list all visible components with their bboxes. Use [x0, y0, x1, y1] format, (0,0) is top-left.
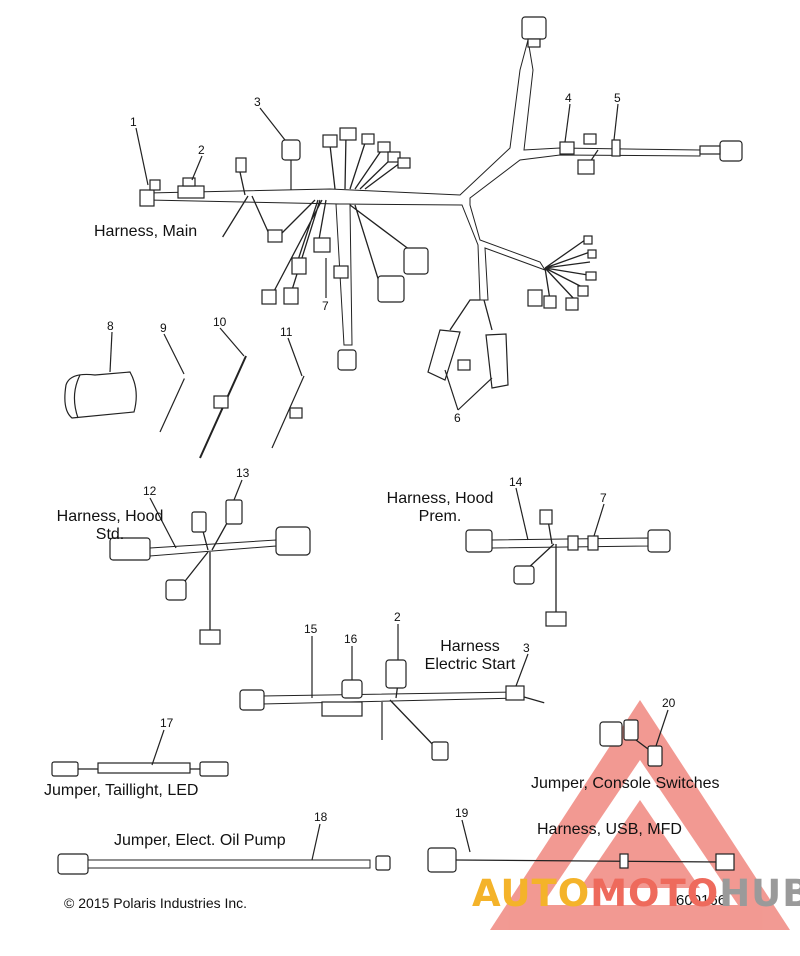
watermark-part: AUTO	[472, 872, 591, 915]
callout-number: 5	[614, 91, 621, 105]
callout-number: 17	[160, 716, 174, 730]
label-line: Harness, Hood	[386, 490, 494, 507]
loose-parts	[64, 355, 305, 459]
callout-number: 8	[107, 319, 114, 333]
callout-number: 15	[304, 622, 318, 636]
harness-hood-std	[109, 499, 311, 645]
harness-hood-prem	[465, 509, 671, 627]
jumper-taillight	[51, 761, 229, 777]
label-harness-hood-prem: Harness, Hood Prem.	[378, 490, 502, 526]
callout-number: 10	[213, 315, 227, 329]
label-line: Harness	[440, 638, 500, 655]
callout-number: 9	[160, 321, 167, 335]
jumper-oil-pump	[57, 853, 391, 875]
label-line: Electric Start	[424, 656, 516, 673]
callout-number: 7	[600, 491, 607, 505]
label-harness-electric-start: Harness Electric Start	[410, 638, 530, 674]
connector-icon	[719, 140, 743, 162]
watermark-text: AUTOMOTOHUB	[472, 874, 800, 914]
callout-number: 20	[662, 696, 676, 710]
callout-number: 13	[236, 466, 250, 480]
callout-number: 16	[344, 632, 358, 646]
callout-number: 4	[565, 91, 572, 105]
label-line: Std.	[95, 526, 125, 543]
callout-number: 6	[454, 411, 461, 425]
harness-electric-start	[239, 659, 552, 761]
callout-number: 18	[314, 810, 328, 824]
main-harness	[139, 16, 743, 389]
label-harness-main: Harness, Main	[94, 223, 198, 240]
label-jumper-console: Jumper, Console Switches	[531, 775, 720, 792]
label-jumper-taillight: Jumper, Taillight, LED	[44, 782, 199, 799]
connector-icon	[521, 16, 547, 40]
callout-number: 3	[523, 641, 530, 655]
callout-number: 2	[198, 143, 205, 157]
harness-usb	[427, 847, 735, 873]
callout-number: 3	[254, 95, 261, 109]
jumper-console-switches	[599, 719, 663, 767]
label-harness-hood-std: Harness, Hood Std.	[40, 508, 180, 544]
label-jumper-oil-pump: Jumper, Elect. Oil Pump	[114, 832, 286, 849]
sleeve-icon	[64, 371, 137, 419]
callout-number: 12	[143, 484, 157, 498]
callout-number: 1	[130, 115, 137, 129]
leader-lines	[109, 103, 669, 861]
watermark-part: HUB	[719, 872, 800, 915]
callout-number: 19	[455, 806, 469, 820]
label-line: Harness, Hood	[56, 508, 164, 525]
watermark-triangle-icon	[490, 700, 790, 930]
figure-number: 600166	[676, 892, 727, 909]
label-line: Prem.	[418, 508, 462, 525]
callout-number: 11	[280, 325, 293, 339]
callout-number: 2	[394, 610, 401, 624]
watermark-part: MOTO	[590, 872, 720, 915]
copyright: © 2015 Polaris Industries Inc.	[64, 895, 248, 911]
callout-number: 14	[509, 475, 523, 489]
callout-number: 7	[322, 299, 329, 313]
label-harness-usb: Harness, USB, MFD	[537, 821, 682, 838]
